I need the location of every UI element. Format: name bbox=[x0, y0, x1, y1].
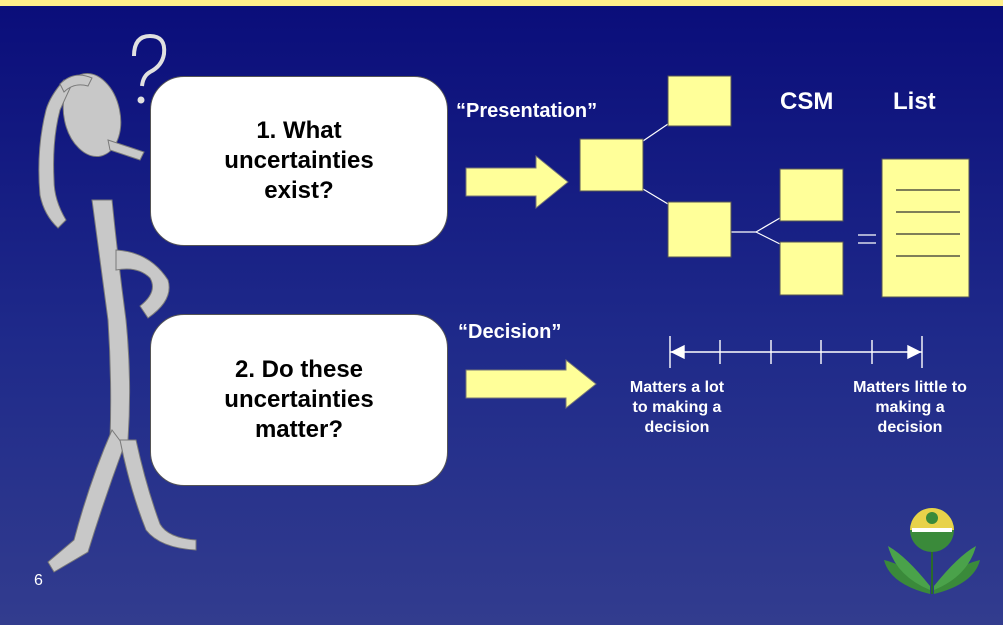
arrow-question2 bbox=[465, 358, 597, 410]
top-accent-rule bbox=[0, 0, 1003, 6]
csm-box-branch-upper bbox=[779, 168, 844, 222]
question1-line3: exist? bbox=[264, 177, 334, 204]
csm-box-top bbox=[667, 75, 732, 127]
csm-box-root bbox=[579, 138, 644, 192]
question1-line2: uncertainties bbox=[224, 147, 374, 174]
question-mark-icon bbox=[132, 33, 167, 87]
page-number: 6 bbox=[34, 572, 43, 589]
arrow-question1 bbox=[465, 154, 569, 210]
scale-left-label: Matters a lot to making a decision bbox=[629, 379, 725, 436]
decision-label: “Decision” bbox=[458, 321, 562, 343]
presentation-label: “Presentation” bbox=[456, 100, 598, 122]
csm-label: CSM bbox=[780, 88, 834, 115]
question2-line2: uncertainties bbox=[224, 386, 374, 413]
csm-box-branch-lower bbox=[779, 241, 844, 296]
question1-line1: 1. What bbox=[256, 117, 342, 144]
decision-scale bbox=[669, 336, 923, 368]
question-bubble-2: 2. Do these uncertainties matter? bbox=[150, 314, 448, 486]
question2-line1: 2. Do these bbox=[234, 356, 364, 383]
thinking-figure-icon bbox=[38, 33, 197, 573]
epa-logo-icon bbox=[884, 508, 980, 594]
csm-box-mid bbox=[667, 201, 732, 258]
list-document bbox=[881, 158, 970, 298]
question2-line3: matter? bbox=[254, 416, 343, 443]
scale-right-label: Matters little to making a decision bbox=[853, 379, 967, 436]
list-label: List bbox=[893, 88, 936, 115]
question-bubble-1: 1. What uncertainties exist? bbox=[150, 76, 448, 246]
